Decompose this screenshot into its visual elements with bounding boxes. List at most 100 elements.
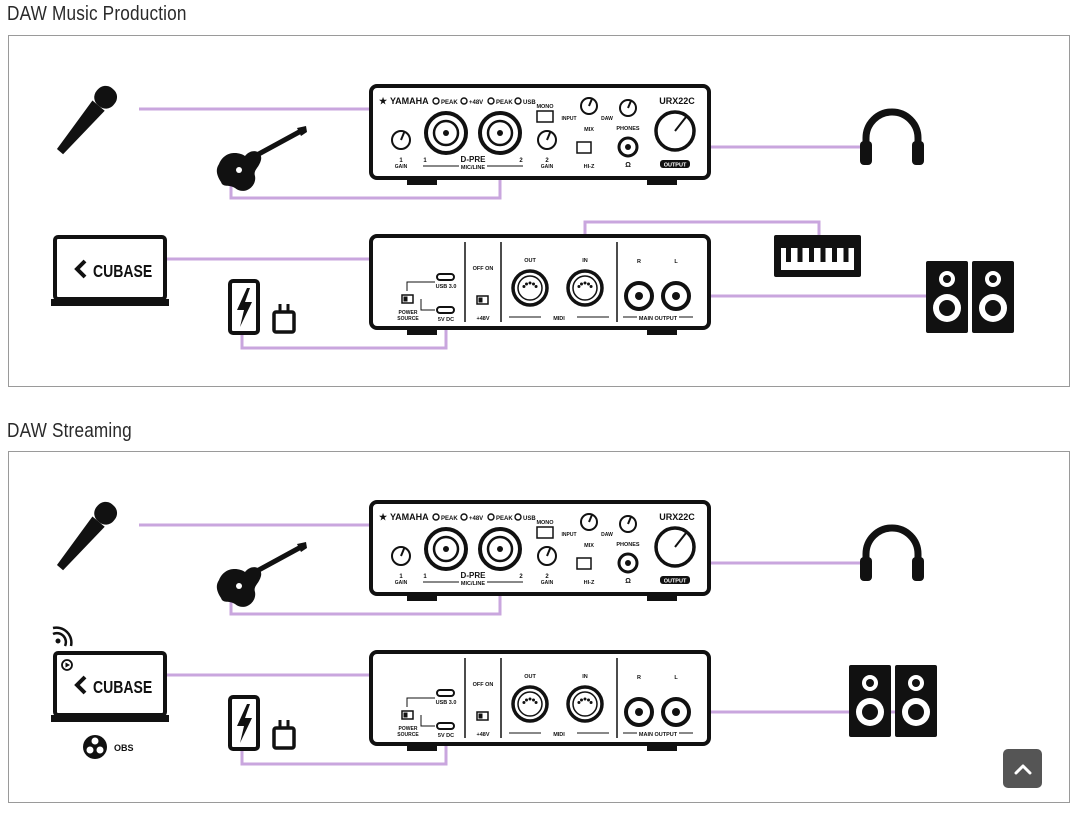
usb-port — [436, 689, 455, 697]
laptop-base — [51, 299, 169, 306]
plug-body — [272, 310, 296, 334]
label-text: POWER — [399, 726, 418, 732]
label-text: +48V — [469, 100, 483, 106]
play-triangle — [65, 662, 70, 668]
ear-cup — [912, 141, 924, 165]
label-text: R — [637, 675, 641, 681]
midi-in-port-pin — [589, 701, 593, 704]
dc-port — [436, 722, 455, 730]
interface-foot — [647, 328, 677, 335]
label-text: R — [637, 259, 641, 265]
switch-lever — [478, 713, 483, 719]
headphone-symbol-icon: Ω — [625, 162, 631, 169]
label-text: PEAK — [441, 100, 458, 106]
bracket — [406, 281, 435, 291]
scroll-to-top-button[interactable] — [1003, 749, 1042, 788]
label-text: USB 3.0 — [436, 700, 457, 706]
phones-knob-pointer — [627, 100, 632, 109]
label-text: INPUT — [562, 532, 577, 538]
guitar-headstock — [297, 542, 307, 552]
label-text: PEAK — [496, 100, 513, 106]
gain-knob-2-pointer — [546, 547, 552, 557]
tweeter-center — [866, 679, 874, 687]
midi-in-port-pin — [580, 282, 583, 286]
output-badge — [660, 576, 690, 584]
label-text: L — [674, 675, 678, 681]
label-text: DAW — [601, 532, 613, 538]
ear-cup — [860, 141, 872, 165]
headband — [862, 524, 922, 574]
phones-jack-pin — [625, 560, 631, 566]
tweeter-center — [943, 275, 951, 283]
label-text: POWER — [399, 310, 418, 316]
laptop-icon: CUBASE — [51, 651, 169, 722]
obs-dot — [96, 746, 104, 754]
label-text: GAIN — [395, 580, 408, 586]
label-text: USB — [523, 516, 536, 522]
combo-jack-2-pin — [497, 130, 503, 136]
peak-led — [432, 513, 440, 521]
label-text: 1 — [399, 574, 403, 580]
label-text: +48V — [469, 516, 483, 522]
label-text: OUTPUT — [664, 579, 687, 585]
ear-cup — [912, 557, 924, 581]
label-text: MIC/LINE — [461, 581, 485, 587]
usb-port — [436, 273, 455, 281]
usb-led — [514, 513, 522, 521]
label-text: MONO — [536, 520, 554, 526]
combo-jack-1-pin — [443, 546, 449, 552]
battery-icon — [228, 279, 260, 335]
midi-out-port-pin — [534, 285, 538, 288]
hiz-button — [576, 141, 592, 154]
interface-foot — [647, 178, 677, 185]
switch-lever — [403, 712, 408, 718]
microphone-icon — [56, 501, 118, 571]
label-text: USB — [523, 100, 536, 106]
interface-foot — [407, 594, 437, 601]
label-text: OFF ON — [473, 266, 494, 272]
microphone-icon — [56, 85, 118, 155]
midi-in-port-pin — [587, 698, 590, 702]
label-text: GAIN — [541, 580, 554, 586]
yamaha-logo-icon: ★ — [379, 512, 388, 522]
interface-foot — [647, 744, 677, 751]
label-text: IN — [582, 258, 588, 264]
midi-in-port-pin — [577, 285, 581, 288]
label-text: 1 — [423, 574, 427, 580]
bolt — [237, 704, 252, 743]
black-key — [809, 248, 814, 262]
headphone-symbol-icon: Ω — [625, 578, 631, 585]
guitar-neck — [253, 128, 303, 159]
woofer-center — [908, 704, 924, 720]
headband — [862, 108, 922, 158]
midi-in-port-pin — [583, 697, 587, 701]
label-text: SOURCE — [397, 732, 419, 738]
main-out-l-jack-pin — [672, 708, 680, 716]
label-text: 2 — [545, 574, 549, 580]
label-text: HI-Z — [584, 580, 595, 586]
woofer-center — [985, 300, 1001, 316]
midi-out-port-inner — [517, 691, 543, 717]
midi-in-port-pin — [580, 698, 583, 702]
output-knob-pointer — [674, 532, 687, 548]
gain-knob-2-pointer — [546, 131, 552, 141]
output-knob-pointer — [674, 116, 687, 132]
black-key — [832, 248, 837, 262]
interface-foot — [407, 328, 437, 335]
obs-dot — [91, 737, 99, 745]
cubase-logo-icon — [74, 259, 87, 279]
mix-knob-pointer — [588, 98, 593, 107]
label-text: IN — [582, 674, 588, 680]
label-text: GAIN — [395, 164, 408, 170]
usb-led — [514, 97, 522, 105]
label-text: +48V — [477, 732, 490, 738]
label-text: MIDI — [553, 732, 565, 738]
label-text: 1 — [399, 158, 403, 164]
interface-foot — [647, 594, 677, 601]
keyboard-keys — [781, 248, 854, 270]
ear-cup — [860, 557, 872, 581]
midi-out-port-pin — [528, 697, 532, 701]
